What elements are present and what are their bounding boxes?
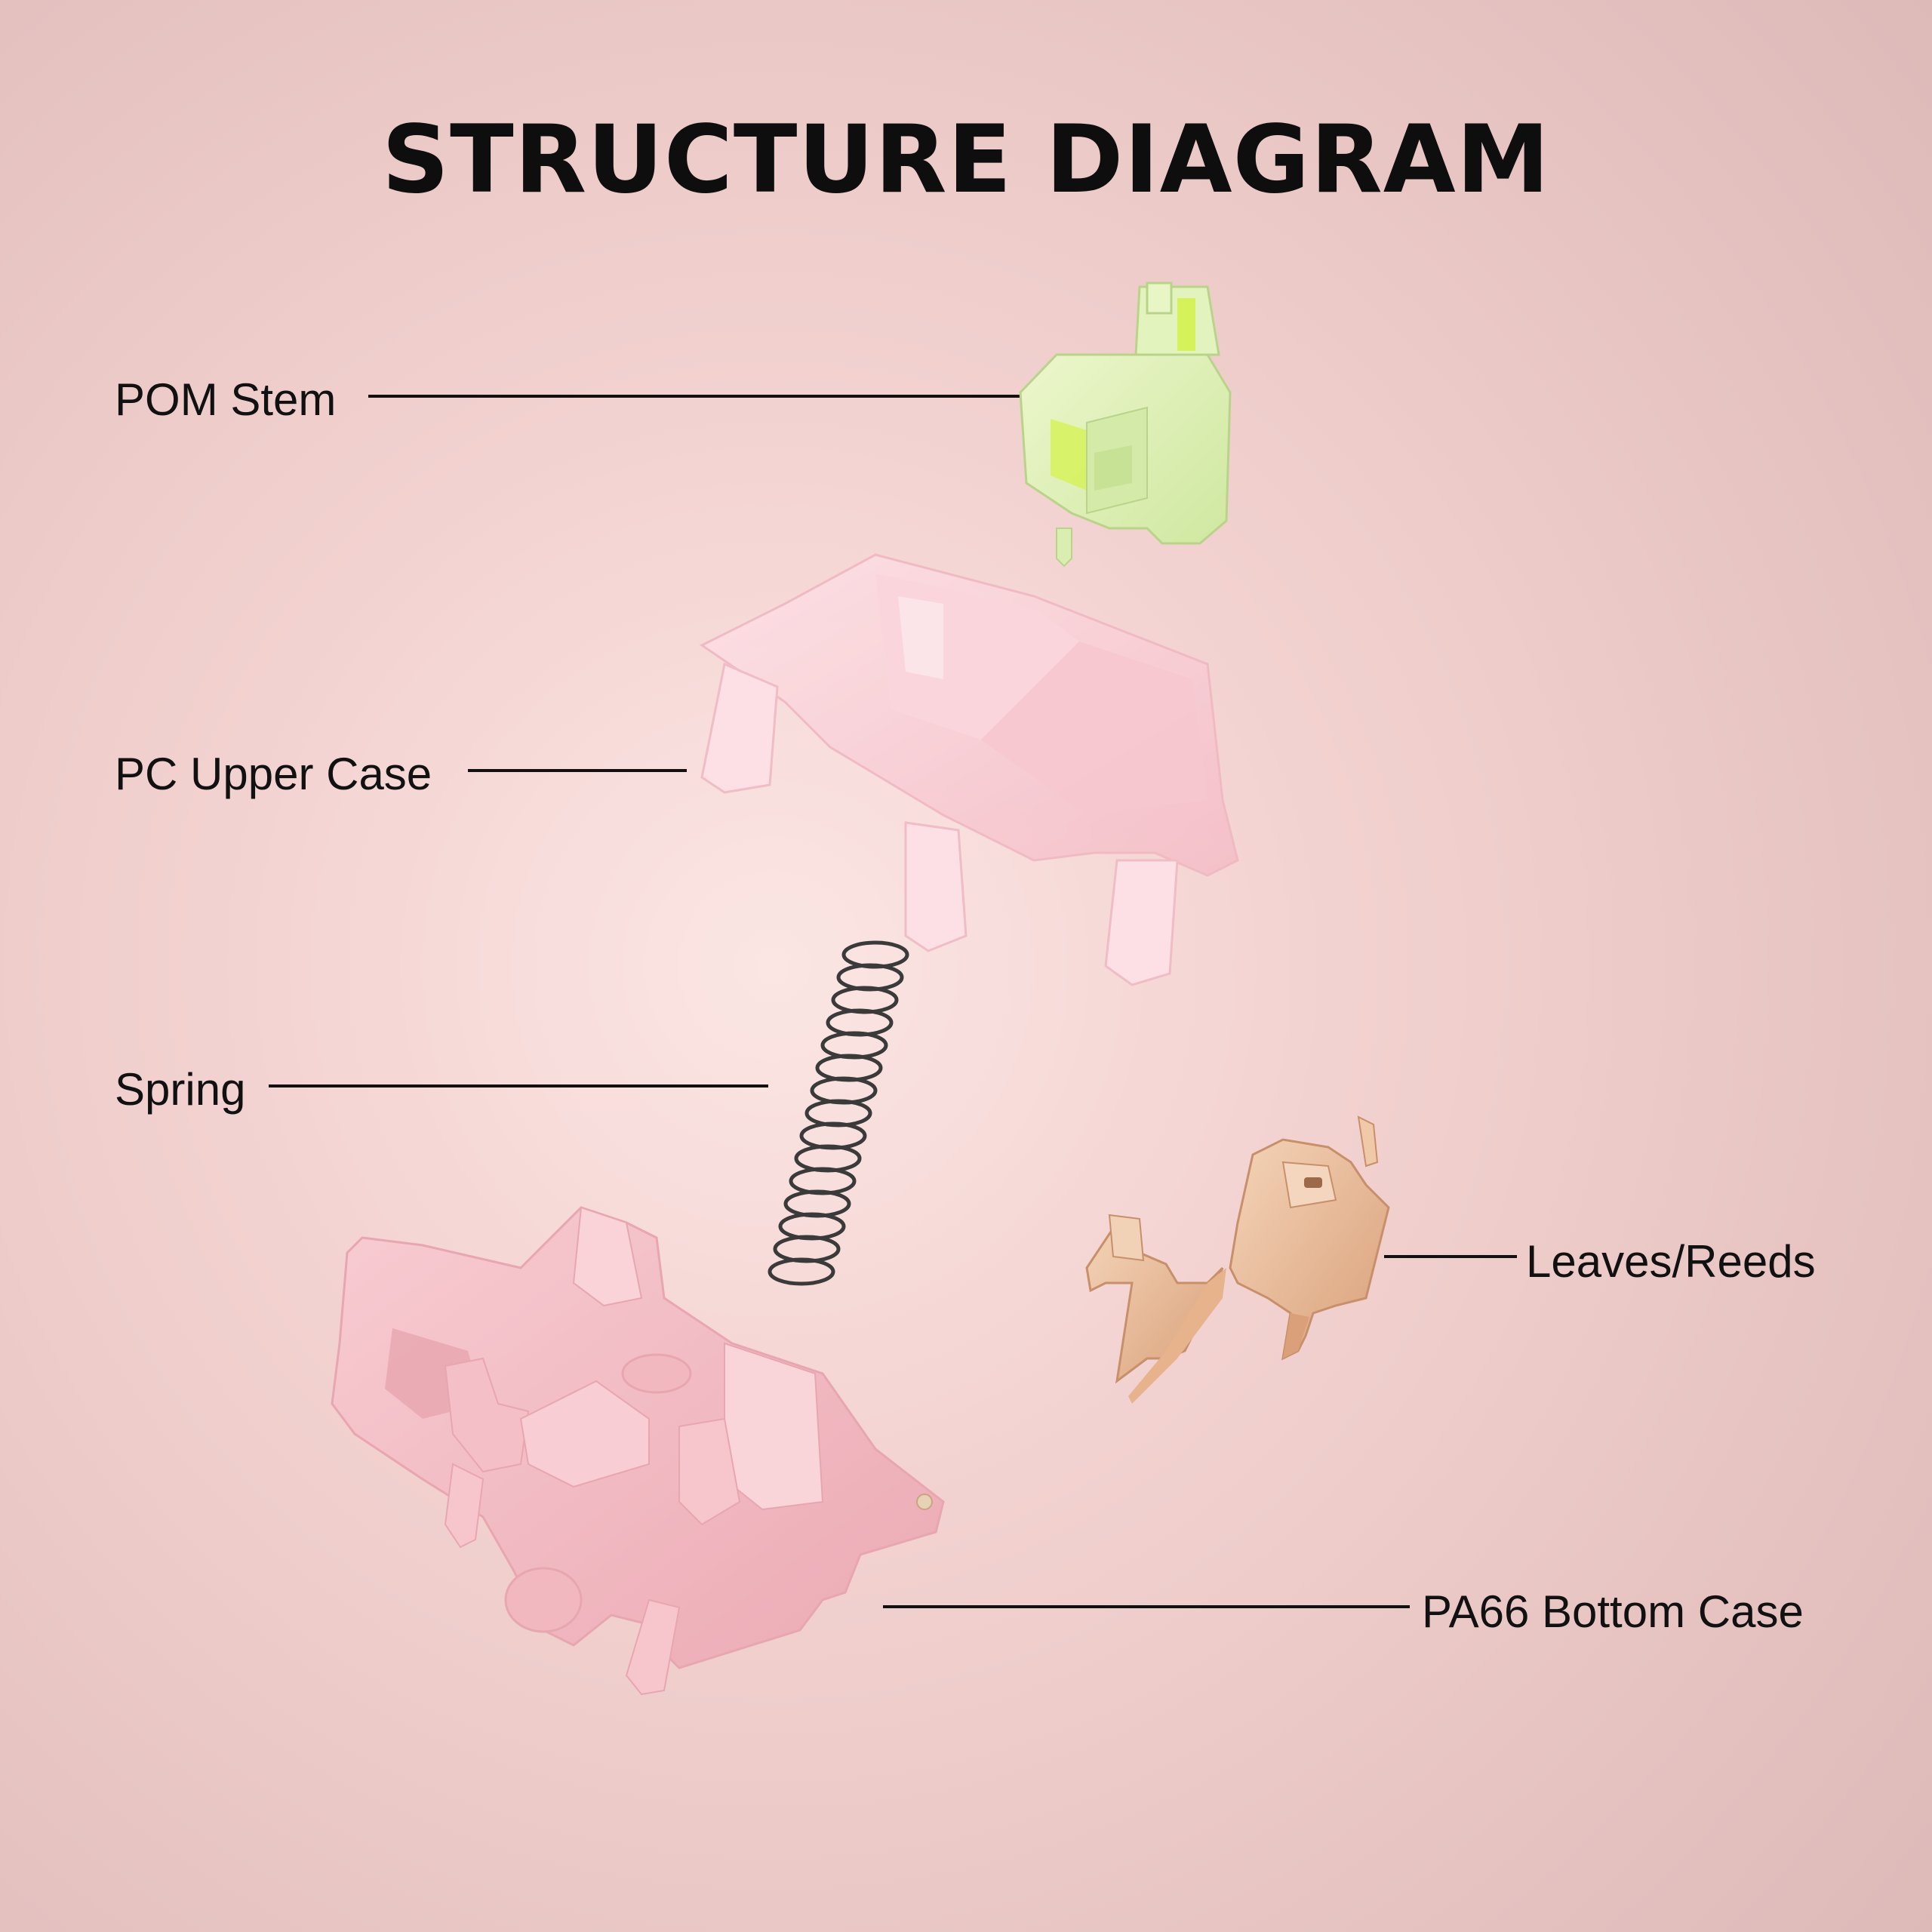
leader-pc-upper-case [468,769,687,772]
pc-upper-case-part [700,553,1239,986]
label-leaves-reeds: Leaves/Reeds [1526,1236,1816,1287]
leader-leaves-reeds [1384,1255,1517,1258]
pa66-bottom-case-part [331,1206,945,1696]
diagram-title: STRUCTURE DIAGRAM [381,106,1551,214]
leader-pa66-bottom-case [883,1605,1410,1608]
leaves-reeds-part [1085,1115,1390,1404]
leader-pom-stem [368,395,1023,398]
leader-spring [269,1084,768,1088]
label-pom-stem: POM Stem [115,374,337,425]
label-pa66-bottom-case: PA66 Bottom Case [1422,1586,1804,1637]
label-spring: Spring [115,1064,246,1115]
pom-stem-part [1019,281,1232,568]
spring-part [768,940,909,1286]
label-pc-upper-case: PC Upper Case [115,749,432,799]
